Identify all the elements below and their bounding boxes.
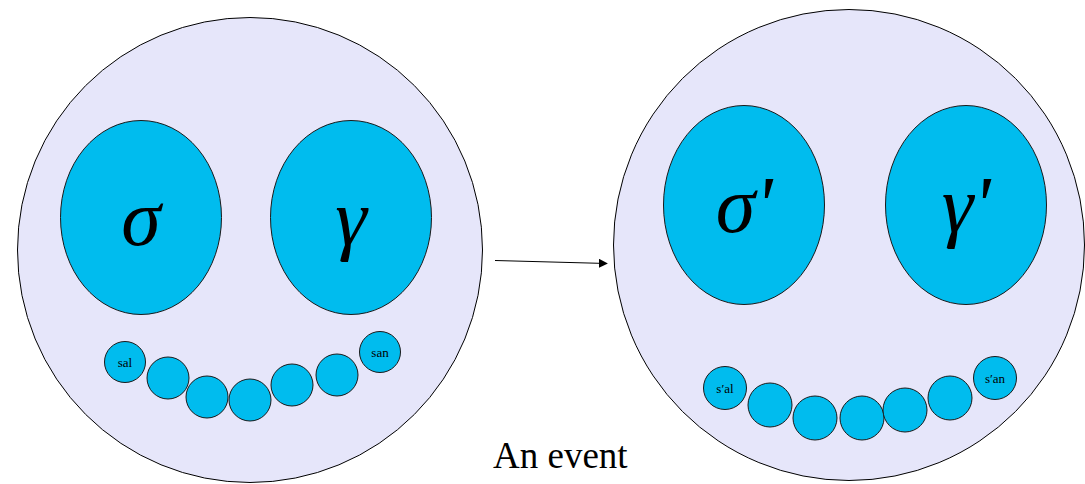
face-circle-shape [18,18,483,483]
tooth-circle-shape [974,357,1017,400]
caption-label: An event [493,436,628,477]
eye-ellipse-shape [61,121,222,315]
eye-ellipse: σ [60,120,222,315]
eye-ellipse: γ' [885,105,1047,305]
tooth-circle: sal [104,341,146,383]
eye-ellipse: σ' [663,105,825,305]
face-circle-shape [614,10,1085,481]
tooth-circle-shape [704,367,747,410]
eye-ellipse-shape [271,121,432,315]
element-label: s′an [985,372,1005,385]
element-label: s′al [716,382,733,395]
eye-ellipse-shape [664,106,825,305]
tooth-circle-shape [105,342,146,383]
symbol-label: γ' [942,165,991,245]
element-label: sal [118,356,132,369]
event-arrow [495,261,607,264]
eye-ellipse-shape [886,106,1047,305]
tooth-circle: s′an [973,356,1017,400]
tooth-circle: s′al [703,366,747,410]
element-label: san [371,346,388,359]
face-circle: σ' γ' s′al s′an [613,9,1085,481]
symbol-label: σ' [716,165,773,245]
tooth-circle: san [359,331,401,373]
symbol-label: σ [121,178,160,258]
tooth-circle-shape [360,332,401,373]
symbol-label: γ [335,178,367,258]
face-circle: σ γ sal san [17,17,483,483]
eye-ellipse: γ [270,120,432,315]
